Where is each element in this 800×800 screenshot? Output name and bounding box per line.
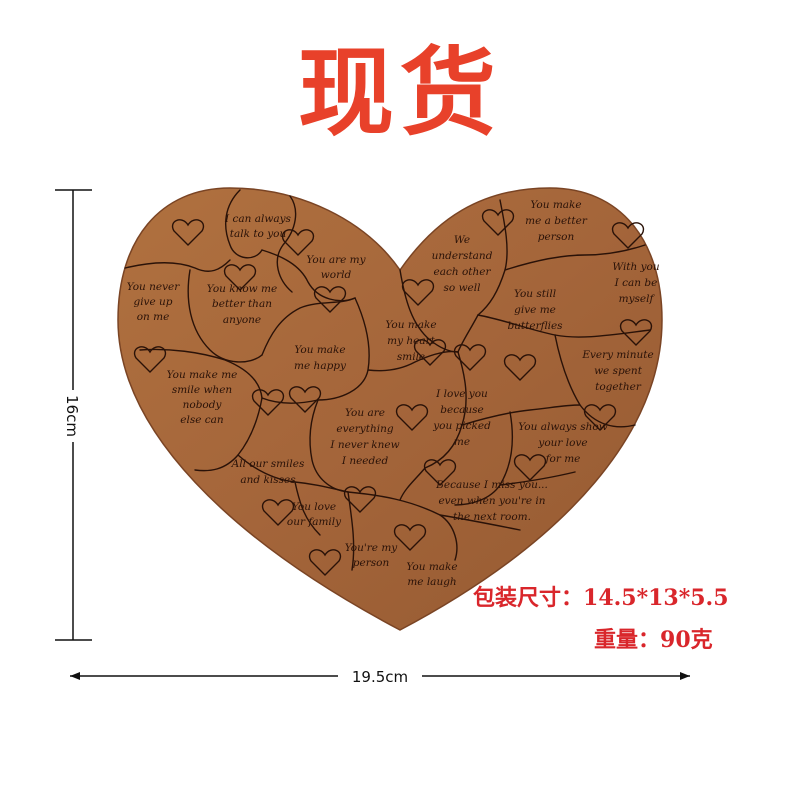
width-dimension: 19.5cm (70, 664, 690, 686)
width-label: 19.5cm (352, 668, 408, 686)
height-dimension: 16cm (55, 189, 92, 641)
puzzle-message: Because I miss you...even when you're in… (435, 479, 548, 523)
weight-label: 重量：90克 (594, 622, 713, 654)
package-size-value: 14.5*13*5.5 (583, 585, 729, 611)
page-title: 现货 (298, 37, 502, 149)
puzzle-cut-lines (124, 189, 651, 571)
weight-value: 90克 (660, 627, 713, 653)
heart-puzzle (117, 187, 663, 631)
package-size-label: 包装尺寸：14.5*13*5.5 (473, 580, 729, 612)
package-size-caption: 包装尺寸： (473, 585, 584, 611)
weight-caption: 重量： (594, 627, 661, 653)
height-label: 16cm (63, 395, 81, 437)
puzzle-knobs (133, 209, 653, 576)
